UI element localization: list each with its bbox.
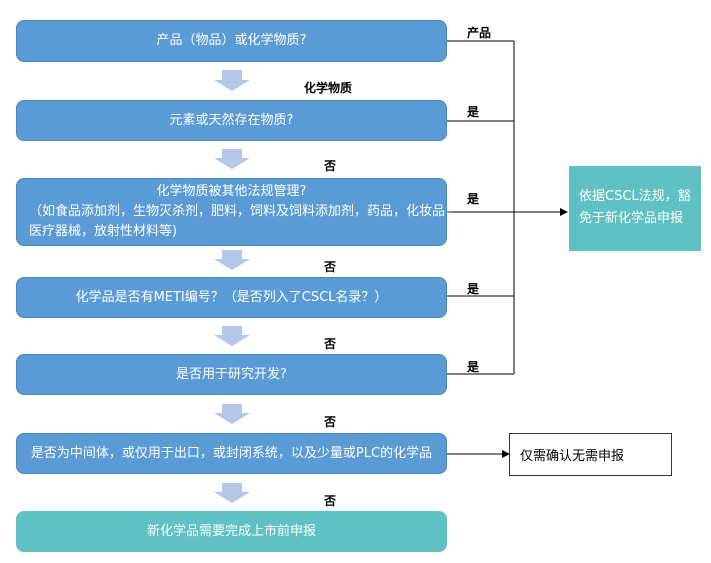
question-product-or-substance-text: 产品（物品）或化学物质? [156, 33, 307, 48]
question-intermediate-export-text: 是否为中间体，或仅用于出口，或封闭系统，以及少量或PLC的化学品 [30, 445, 433, 461]
down-arrows [214, 70, 250, 503]
question-other-regulations-line1: 化学物质被其他法规管理? [156, 184, 307, 199]
label-no-3: 否 [324, 337, 337, 351]
question-product-or-substance: 产品（物品）或化学物质? [16, 20, 447, 62]
question-meti-number: 化学品是否有METI编号？（是否列入了CSCL名录？） [16, 277, 447, 318]
label-product: 产品 [467, 26, 492, 40]
down-arrow-6 [214, 483, 250, 503]
down-arrow-3 [214, 250, 250, 270]
exemption-box: 依据CSCL法规，豁免于新化学品申报 [569, 166, 701, 251]
question-intermediate-export: 是否为中间体，或仅用于出口，或封闭系统，以及少量或PLC的化学品 [16, 433, 447, 474]
final-premarket-notification: 新化学品需要完成上市前申报 [16, 511, 447, 552]
label-no-1: 否 [324, 159, 337, 173]
down-arrow-1 [214, 70, 250, 91]
down-arrow-4 [214, 326, 250, 346]
exemption-box-text: 依据CSCL法规，豁免于新化学品申报 [579, 189, 691, 226]
label-yes-2: 是 [467, 192, 480, 206]
question-element-or-natural-text: 元素或天然存在物质? [169, 112, 294, 128]
label-yes-1: 是 [467, 105, 480, 119]
question-other-regulations-line2: （如食品添加剂，生物灭杀剂，肥料，饲料及饲料添加剂，药品，化妆品， [29, 204, 459, 219]
label-no-2: 否 [324, 260, 337, 274]
label-no-4: 否 [324, 415, 337, 429]
label-yes-3: 是 [467, 282, 480, 296]
final-premarket-notification-text: 新化学品需要完成上市前申报 [146, 523, 316, 539]
confirmation-box: 仅需确认无需申报 [509, 433, 672, 476]
confirmation-box-text: 仅需确认无需申报 [520, 449, 625, 464]
question-meti-number-text: 化学品是否有METI编号？（是否列入了CSCL名录？） [75, 289, 388, 305]
question-research-development: 是否用于研究开发? [16, 354, 447, 395]
question-research-development-text: 是否用于研究开发? [176, 366, 287, 382]
label-chemical-substance: 化学物质 [304, 81, 353, 95]
question-element-or-natural: 元素或天然存在物质? [16, 100, 447, 141]
question-other-regulations-line3: 医疗器械，放射性材料等) [29, 224, 178, 239]
label-yes-4: 是 [467, 360, 480, 374]
label-no-5: 否 [324, 494, 337, 508]
question-other-regulations: 化学物质被其他法规管理? （如食品添加剂，生物灭杀剂，肥料，饲料及饲料添加剂，药… [16, 178, 459, 246]
down-arrow-5 [214, 404, 250, 424]
down-arrow-2 [214, 149, 250, 169]
